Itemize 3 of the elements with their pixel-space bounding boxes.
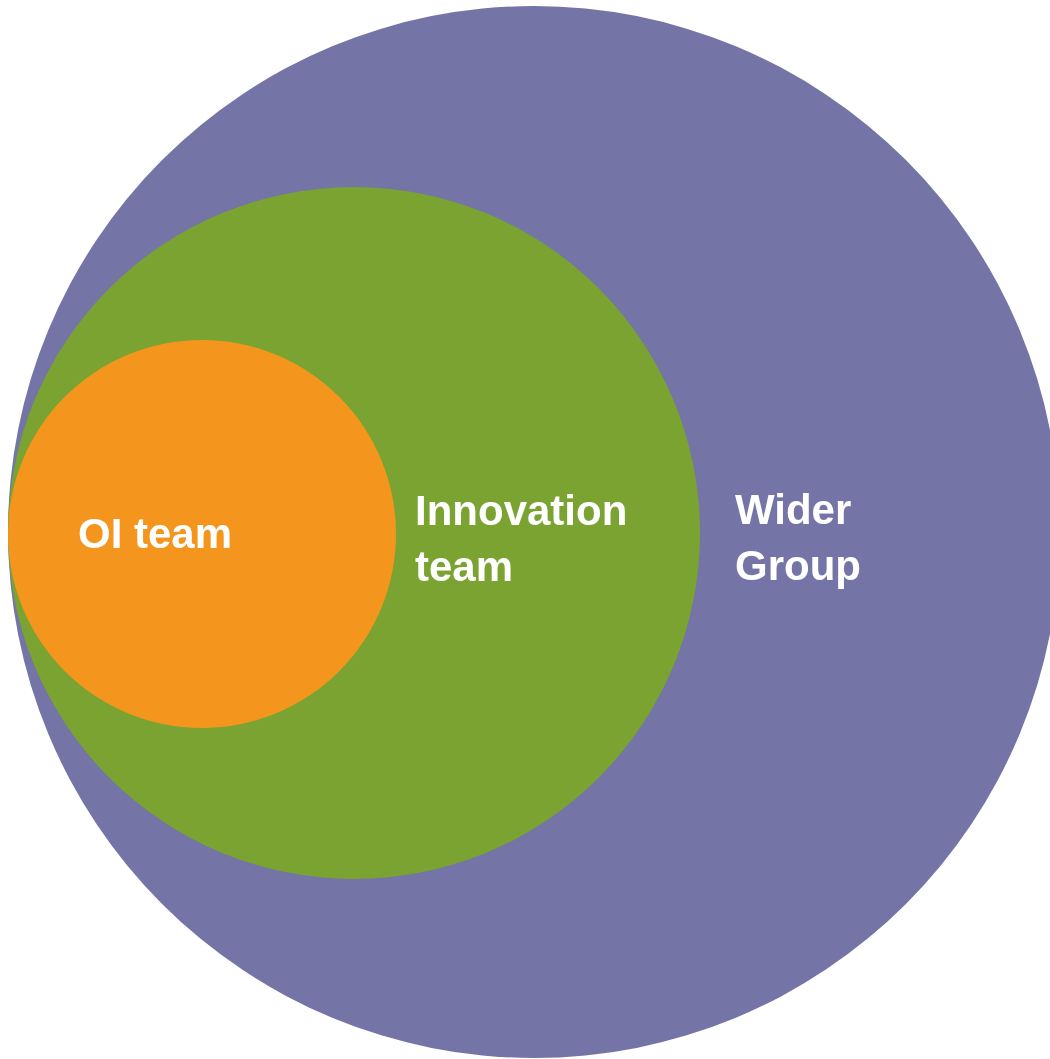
circle-label: Wider Group [735, 485, 862, 591]
circle-label: OI team [78, 509, 234, 559]
circle-label: Innovation team [415, 486, 629, 592]
